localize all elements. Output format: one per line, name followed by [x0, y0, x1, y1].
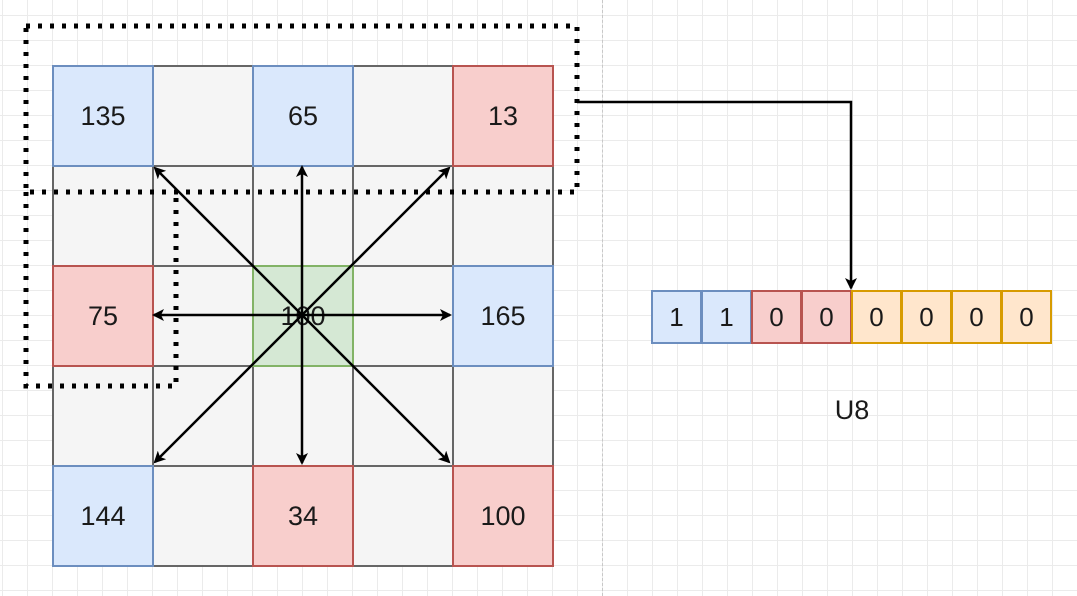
grid-cell-r0-c3 — [352, 65, 454, 167]
grid-cell-r4-c4: 100 — [452, 465, 554, 567]
grid-cell-r2-c0: 75 — [52, 265, 154, 367]
bit-0: 1 — [651, 290, 702, 344]
grid-cell-r1-c2 — [252, 165, 354, 267]
grid-cell-r2-c4: 165 — [452, 265, 554, 367]
grid-cell-r1-c3 — [352, 165, 454, 267]
grid-cell-r0-c4: 13 — [452, 65, 554, 167]
grid-cell-r0-c0: 135 — [52, 65, 154, 167]
grid-cell-r4-c1 — [152, 465, 254, 567]
grid-cell-r0-c1 — [152, 65, 254, 167]
bit-7: 0 — [1001, 290, 1052, 344]
grid-cell-r3-c4 — [452, 365, 554, 467]
connector-arrow — [577, 100, 857, 290]
grid-cell-r1-c1 — [152, 165, 254, 267]
grid-cell-r3-c3 — [352, 365, 454, 467]
grid-cell-r3-c2 — [252, 365, 354, 467]
bit-4: 0 — [851, 290, 902, 344]
page-divider — [602, 0, 603, 596]
grid-cell-r2-c3 — [352, 265, 454, 367]
grid-cell-r2-c1 — [152, 265, 254, 367]
grid-cell-r4-c0: 144 — [52, 465, 154, 567]
grid-cell-r3-c1 — [152, 365, 254, 467]
grid-cell-r0-c2: 65 — [252, 65, 354, 167]
grid-cell-r4-c3 — [352, 465, 454, 567]
neighborhood-grid: 135 65 13 75 100 165 144 34 100 — [52, 65, 554, 567]
bit-1: 1 — [701, 290, 752, 344]
grid-cell-r1-c4 — [452, 165, 554, 267]
bit-2: 0 — [751, 290, 802, 344]
type-label: U8 — [834, 395, 870, 425]
grid-cell-r4-c2: 34 — [252, 465, 354, 567]
grid-cell-r1-c0 — [52, 165, 154, 267]
bit-6: 0 — [951, 290, 1002, 344]
grid-cell-r2-c2: 100 — [252, 265, 354, 367]
grid-cell-r3-c0 — [52, 365, 154, 467]
bit-5: 0 — [901, 290, 952, 344]
bit-3: 0 — [801, 290, 852, 344]
